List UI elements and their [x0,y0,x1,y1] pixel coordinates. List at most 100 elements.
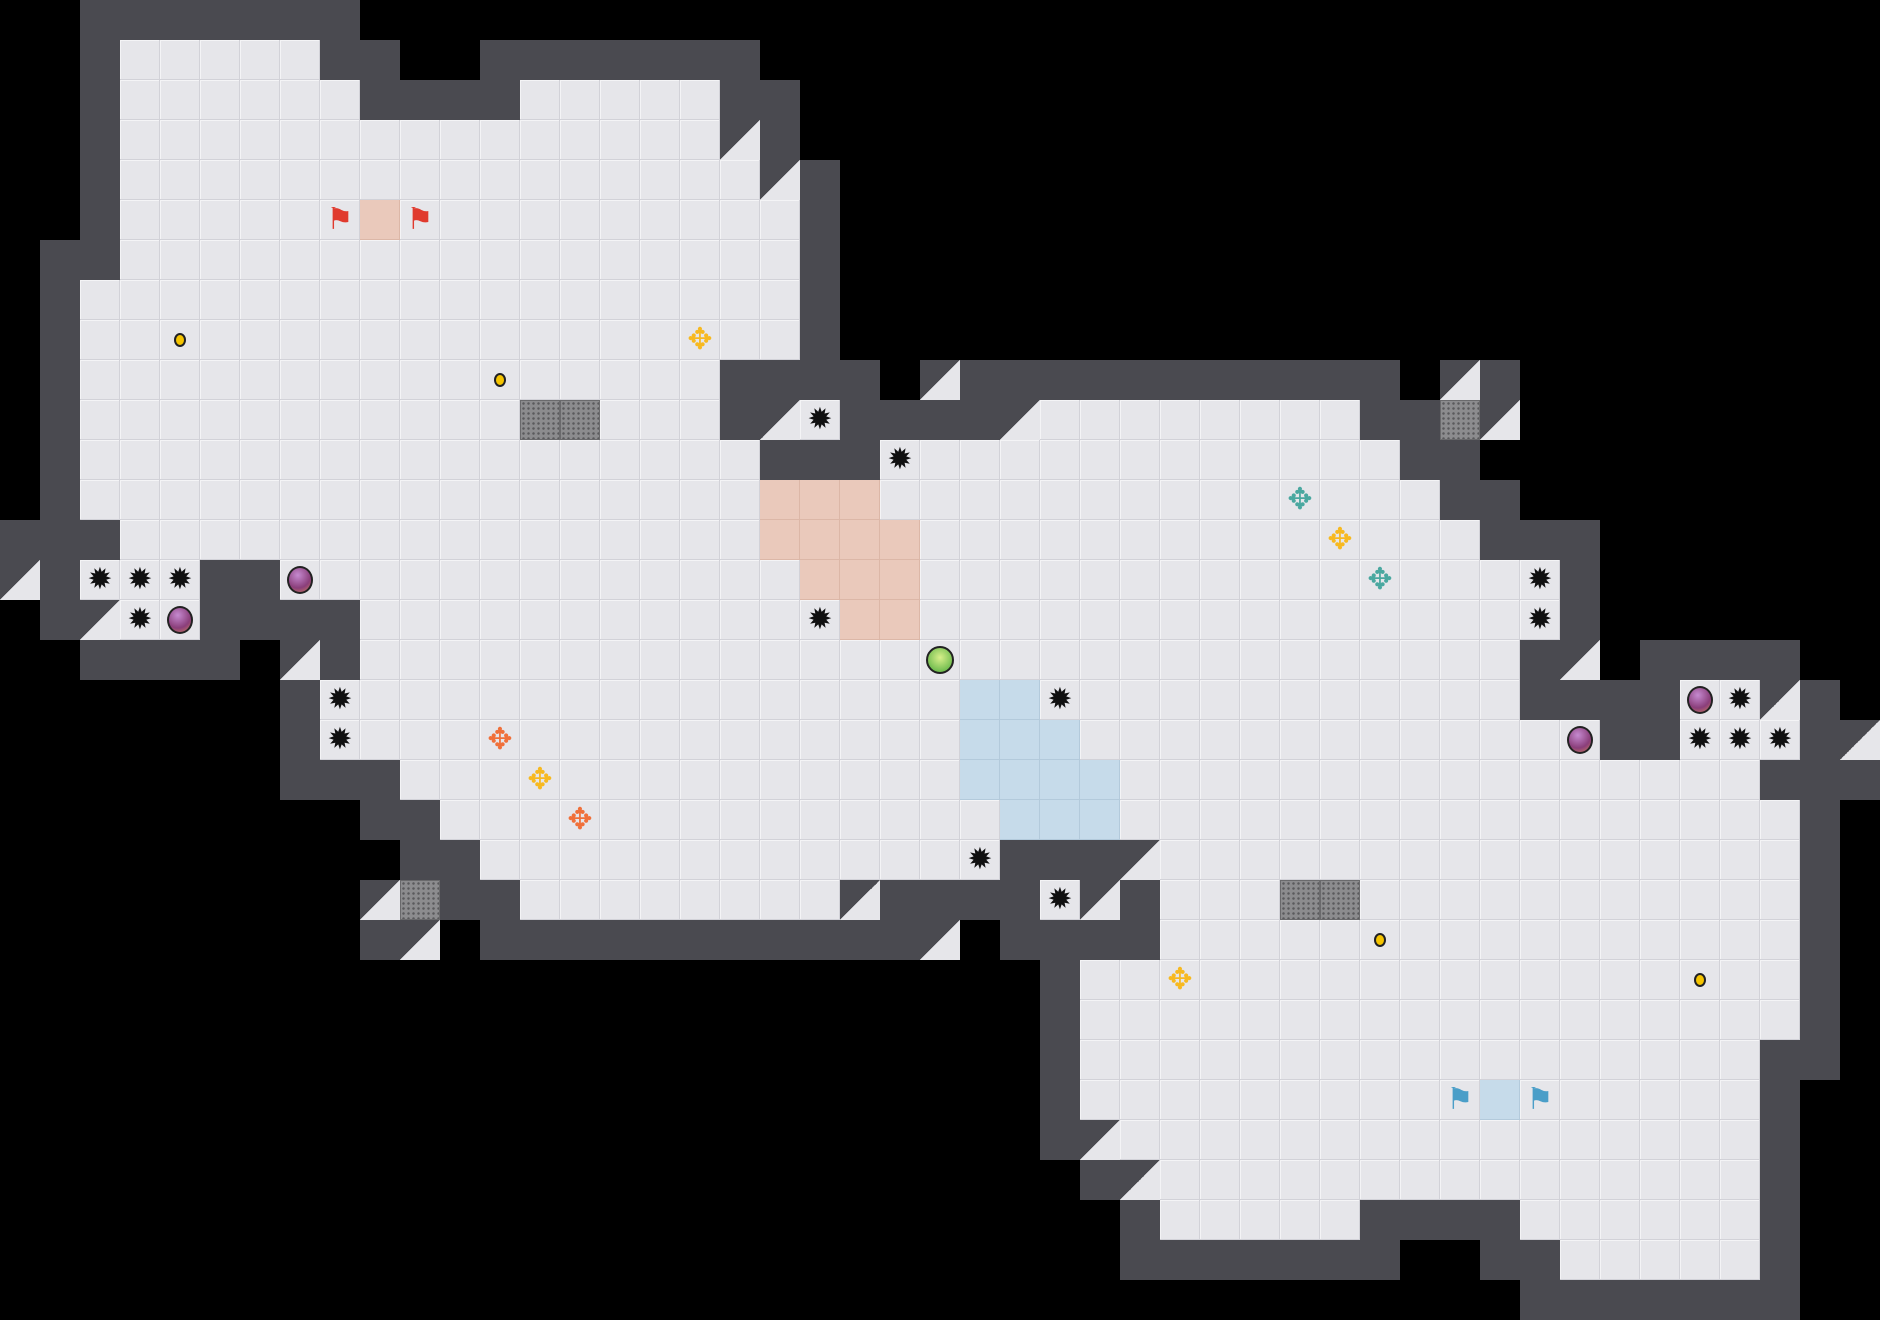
floor-tile [920,480,960,520]
floor-tile [1280,440,1320,480]
wall-tile [200,560,240,600]
floor-tile [400,320,440,360]
floor-tile [1440,1160,1480,1200]
floor-tile [1600,880,1640,920]
floor-tile [1000,600,1040,640]
floor-tile [1520,1120,1560,1160]
wall-tile [1760,1120,1800,1160]
diagonal-wall-tile [840,880,880,920]
floor-tile [600,160,640,200]
floor-tile [1440,920,1480,960]
floor-tile [1280,960,1320,1000]
wall-tile [1600,1280,1640,1320]
floor-tile [760,280,800,320]
wall-tile [1480,1240,1520,1280]
player-ball-icon[interactable] [926,646,954,674]
floor-tile [1440,1040,1480,1080]
floor-tile [560,840,600,880]
wall-tile [400,80,440,120]
floor-tile [240,440,280,480]
wall-tile [1080,1160,1120,1200]
floor-tile [320,320,360,360]
diagonal-wall-tile [1080,880,1120,920]
floor-tile [760,840,800,880]
floor-tile [640,680,680,720]
wall-tile [1640,720,1680,760]
wall-tile [800,240,840,280]
wall-tile [480,40,520,80]
floor-tile [1280,640,1320,680]
floor-tile [680,440,720,480]
spike-icon: ✹ [87,562,113,597]
boost-teal-item: ✥ [1280,480,1320,520]
floor-tile [360,400,400,440]
floor-tile [1680,960,1720,1000]
wall-tile [920,880,960,920]
wall-tile [440,840,480,880]
floor-tile [1160,520,1200,560]
wall-tile [760,120,800,160]
wall-tile [1640,1280,1680,1320]
spike-item: ✹ [1520,560,1560,600]
wall-tile [40,240,80,280]
floor-tile [1480,1040,1520,1080]
floor-tile [960,800,1000,840]
floor-tile [160,80,200,120]
floor-tile: ✹ [320,680,360,720]
floor-tile [1160,560,1200,600]
blue-endzone-tile [1000,720,1040,760]
wall-tile [1000,360,1040,400]
floor-tile [600,840,640,880]
floor-tile [200,80,240,120]
floor-tile [680,240,720,280]
floor-tile [1320,1200,1360,1240]
floor-tile [160,40,200,80]
floor-tile [1480,560,1520,600]
floor-tile [1360,600,1400,640]
floor-tile [1280,560,1320,600]
floor-tile [1400,1040,1440,1080]
floor-tile [880,480,920,520]
floor-tile [1640,1080,1680,1120]
wall-tile [1000,920,1040,960]
floor-tile [560,160,600,200]
bomb-icon [287,566,313,594]
diagonal-wall-tile [400,920,440,960]
wall-tile [800,360,840,400]
floor-tile [1640,1240,1680,1280]
floor-tile [160,440,200,480]
floor-tile [1160,800,1200,840]
floor-tile [160,240,200,280]
floor-tile [440,640,480,680]
floor-tile [720,880,760,920]
floor-tile [1480,920,1520,960]
wall-tile [1280,1240,1320,1280]
floor-tile [1680,920,1720,960]
wall-tile [760,440,800,480]
blue-endzone-tile [1480,1080,1520,1120]
wall-tile [560,920,600,960]
wall-tile [280,600,320,640]
floor-tile [280,280,320,320]
spike-icon: ✹ [887,442,913,477]
wall-tile [840,440,880,480]
floor-tile: ✥ [520,760,560,800]
floor-tile [1200,840,1240,880]
floor-tile [1200,960,1240,1000]
floor-tile [160,480,200,520]
floor-tile [1160,1160,1200,1200]
floor-tile [680,160,720,200]
floor-tile [680,840,720,880]
floor-tile [960,560,1000,600]
spike-item: ✹ [320,680,360,720]
floor-tile [680,480,720,520]
floor-tile [1720,1120,1760,1160]
floor-tile [600,400,640,440]
wall-tile [800,920,840,960]
wall-tile [480,880,520,920]
floor-tile [320,440,360,480]
floor-tile [1120,1080,1160,1120]
floor-tile [1280,400,1320,440]
floor-tile [1160,880,1200,920]
floor-tile [1240,600,1280,640]
